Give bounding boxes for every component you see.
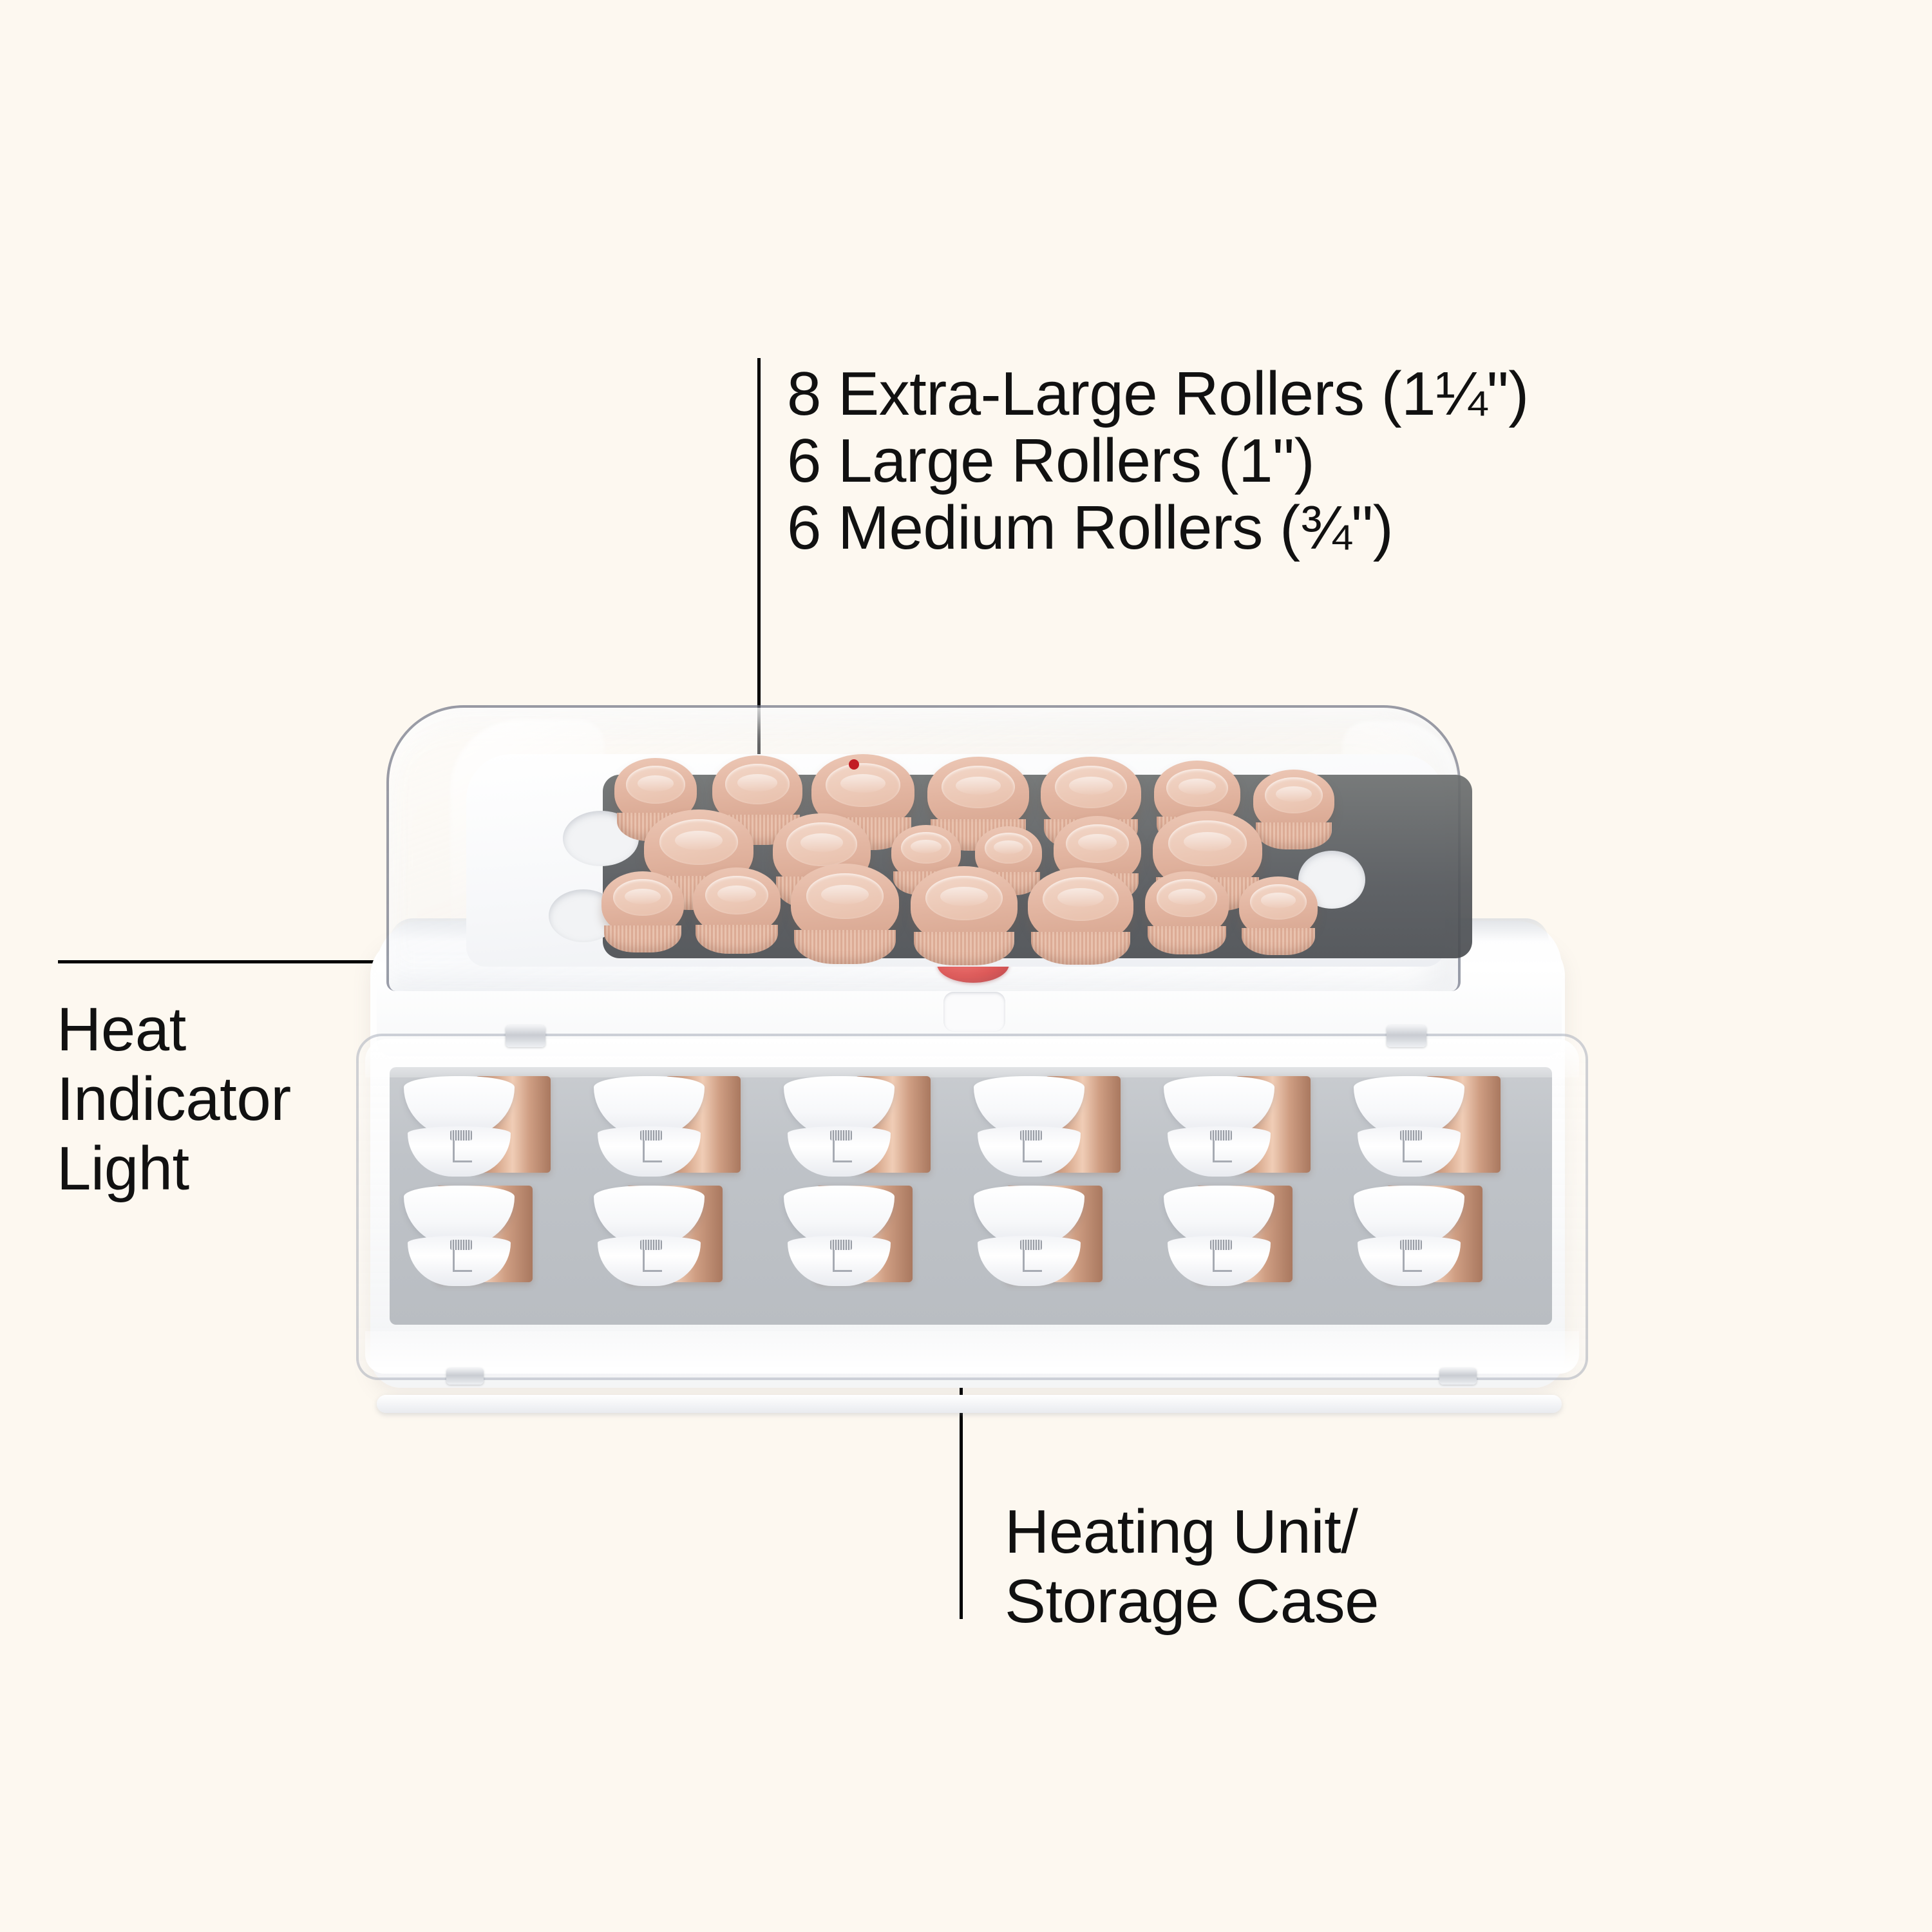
- clip-hook: [833, 1250, 835, 1272]
- callout-line: Heat: [57, 995, 186, 1064]
- roller-clip[interactable]: [404, 1076, 515, 1178]
- clip-hook: [453, 1160, 472, 1162]
- case-bottom-band: [365, 1331, 1579, 1374]
- roller-cap: [1253, 770, 1334, 849]
- product-image-hot-roller-set: [351, 705, 1591, 1413]
- clip-spring: [1210, 1130, 1232, 1141]
- callout-line: 6 Large Rollers (1"): [787, 426, 1315, 495]
- roller-clip[interactable]: [594, 1076, 705, 1178]
- roller-cap: [911, 866, 1018, 965]
- clip-hook: [1213, 1141, 1215, 1162]
- leader-line-rollers: [757, 358, 761, 773]
- clip-spring: [1400, 1130, 1422, 1141]
- clip-hook: [1403, 1141, 1405, 1162]
- roller-tray: [466, 754, 1472, 967]
- clip-hook: [1403, 1270, 1422, 1272]
- clip-hook: [453, 1141, 455, 1162]
- roller-count-callout: 8 Extra-Large Rollers (1¼") 6 Large Roll…: [787, 361, 1529, 562]
- callout-line: Heating Unit/: [1005, 1497, 1358, 1566]
- case-hinge-pin: [1439, 1368, 1477, 1385]
- clip-spring: [640, 1240, 662, 1250]
- roller-clip[interactable]: [1354, 1076, 1464, 1178]
- clip-hook: [833, 1141, 835, 1162]
- case-top-band: [365, 1039, 1579, 1077]
- leader-line-heating-case: [960, 1367, 963, 1619]
- clip-hook: [643, 1160, 662, 1162]
- clip-spring: [1020, 1130, 1042, 1141]
- roller-clip[interactable]: [974, 1186, 1084, 1287]
- clip-hook: [1213, 1160, 1232, 1162]
- clip-hook: [1403, 1160, 1422, 1162]
- storage-row: [397, 1076, 1550, 1179]
- roller-clip[interactable]: [404, 1186, 515, 1287]
- clip-hook: [1023, 1141, 1025, 1162]
- clip-spring: [1400, 1240, 1422, 1250]
- clip-hook: [1403, 1250, 1405, 1272]
- clip-hook: [643, 1141, 645, 1162]
- roller-clip[interactable]: [1164, 1076, 1274, 1178]
- roller-clip[interactable]: [974, 1076, 1084, 1178]
- clip-hook: [643, 1250, 645, 1272]
- roller-cap: [791, 864, 899, 965]
- callout-line: Light: [57, 1134, 189, 1203]
- roller-clip[interactable]: [1354, 1186, 1464, 1287]
- roller-cap: [927, 757, 1029, 851]
- roller-cap: [693, 867, 781, 954]
- clip-spring: [450, 1240, 472, 1250]
- roller-cap: [975, 826, 1042, 895]
- clip-hook: [453, 1250, 455, 1272]
- clip-hook: [1023, 1160, 1042, 1162]
- roller-clip[interactable]: [784, 1186, 895, 1287]
- roller-clip[interactable]: [594, 1186, 705, 1287]
- roller-cap: [1239, 876, 1318, 955]
- storage-row: [397, 1186, 1550, 1289]
- clip-hook: [1213, 1270, 1232, 1272]
- clip-spring: [1210, 1240, 1232, 1250]
- clip-hook: [453, 1270, 472, 1272]
- clip-spring: [830, 1130, 852, 1141]
- case-hinge-bar: [377, 1395, 1562, 1413]
- clip-spring: [830, 1240, 852, 1250]
- lid-release-button[interactable]: [943, 992, 1005, 1032]
- case-latch[interactable]: [506, 1025, 545, 1047]
- roller-cap: [601, 871, 684, 953]
- roller-clip[interactable]: [1164, 1186, 1274, 1287]
- clip-hook: [833, 1270, 852, 1272]
- roller-clip[interactable]: [784, 1076, 895, 1178]
- clip-spring: [1020, 1240, 1042, 1250]
- case-hinge-pin: [446, 1368, 484, 1385]
- callout-line: 6 Medium Rollers (¾"): [787, 493, 1394, 562]
- roller-cap: [1028, 867, 1133, 965]
- roller-cap: [1145, 871, 1229, 954]
- clip-spring: [450, 1130, 472, 1141]
- case-latch[interactable]: [1387, 1025, 1426, 1047]
- clip-hook: [1023, 1250, 1025, 1272]
- clip-hook: [1213, 1250, 1215, 1272]
- clip-hook: [643, 1270, 662, 1272]
- heating-unit-storage-case-callout: Heating Unit/ Storage Case: [1005, 1497, 1379, 1636]
- storage-case-window[interactable]: [356, 1034, 1588, 1380]
- callout-line: 8 Extra-Large Rollers (1¼"): [787, 359, 1529, 428]
- roller-cap: [614, 758, 697, 841]
- callout-line: Indicator: [57, 1065, 291, 1133]
- callout-line: Storage Case: [1005, 1567, 1379, 1636]
- heat-indicator-light-callout: Heat Indicator Light: [57, 995, 291, 1204]
- clip-hook: [833, 1160, 852, 1162]
- clip-hook: [1023, 1270, 1042, 1272]
- clear-dome-lid[interactable]: [386, 705, 1472, 991]
- clip-spring: [640, 1130, 662, 1141]
